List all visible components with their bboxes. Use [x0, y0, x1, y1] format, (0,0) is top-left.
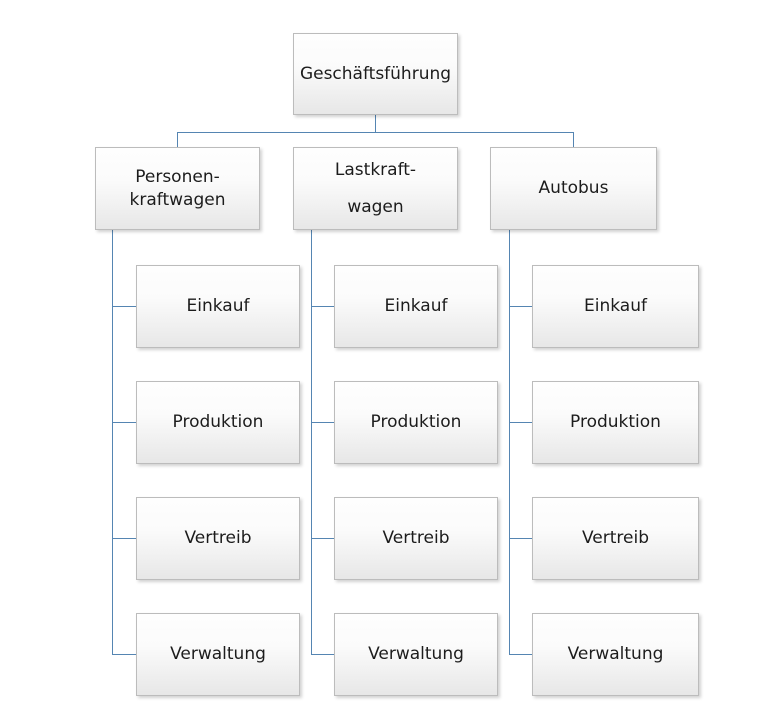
node-lkw-produktion: Produktion	[334, 381, 498, 464]
connector-level1-horizontal	[177, 132, 574, 133]
node-pkw-produktion: Produktion	[136, 381, 300, 464]
connector-stub	[509, 654, 532, 655]
connector-stub	[509, 538, 532, 539]
node-pkw-verwaltung: Verwaltung	[136, 613, 300, 696]
node-autobus-vertreib: Vertreib	[532, 497, 699, 580]
connector-stub	[112, 422, 136, 423]
node-autobus-produktion: Produktion	[532, 381, 699, 464]
node-pkw-einkauf: Einkauf	[136, 265, 300, 348]
connector-stub	[112, 654, 136, 655]
connector-stub	[509, 422, 532, 423]
node-personenkraftwagen: Personen- kraftwagen	[95, 147, 260, 230]
node-autobus-verwaltung: Verwaltung	[532, 613, 699, 696]
connector-stub	[311, 538, 334, 539]
connector-trunk-branch1	[112, 230, 113, 655]
connector-stub	[112, 538, 136, 539]
connector-branch1-drop	[177, 132, 178, 147]
node-lastkraftwagen: Lastkraft- wagen	[293, 147, 458, 230]
node-pkw-vertreib: Vertreib	[136, 497, 300, 580]
node-lkw-vertreib: Vertreib	[334, 497, 498, 580]
node-autobus: Autobus	[490, 147, 657, 230]
connector-trunk-branch3	[509, 230, 510, 655]
connector-stub	[311, 422, 334, 423]
node-lkw-verwaltung: Verwaltung	[334, 613, 498, 696]
connector-stub	[311, 306, 334, 307]
connector-root-drop	[375, 115, 376, 133]
connector-trunk-branch2	[311, 230, 312, 655]
connector-stub	[311, 654, 334, 655]
node-autobus-einkauf: Einkauf	[532, 265, 699, 348]
connector-branch3-drop	[573, 132, 574, 147]
node-geschaeftsfuehrung: Geschäftsführung	[293, 33, 458, 115]
connector-stub	[112, 306, 136, 307]
connector-stub	[509, 306, 532, 307]
node-lkw-einkauf: Einkauf	[334, 265, 498, 348]
